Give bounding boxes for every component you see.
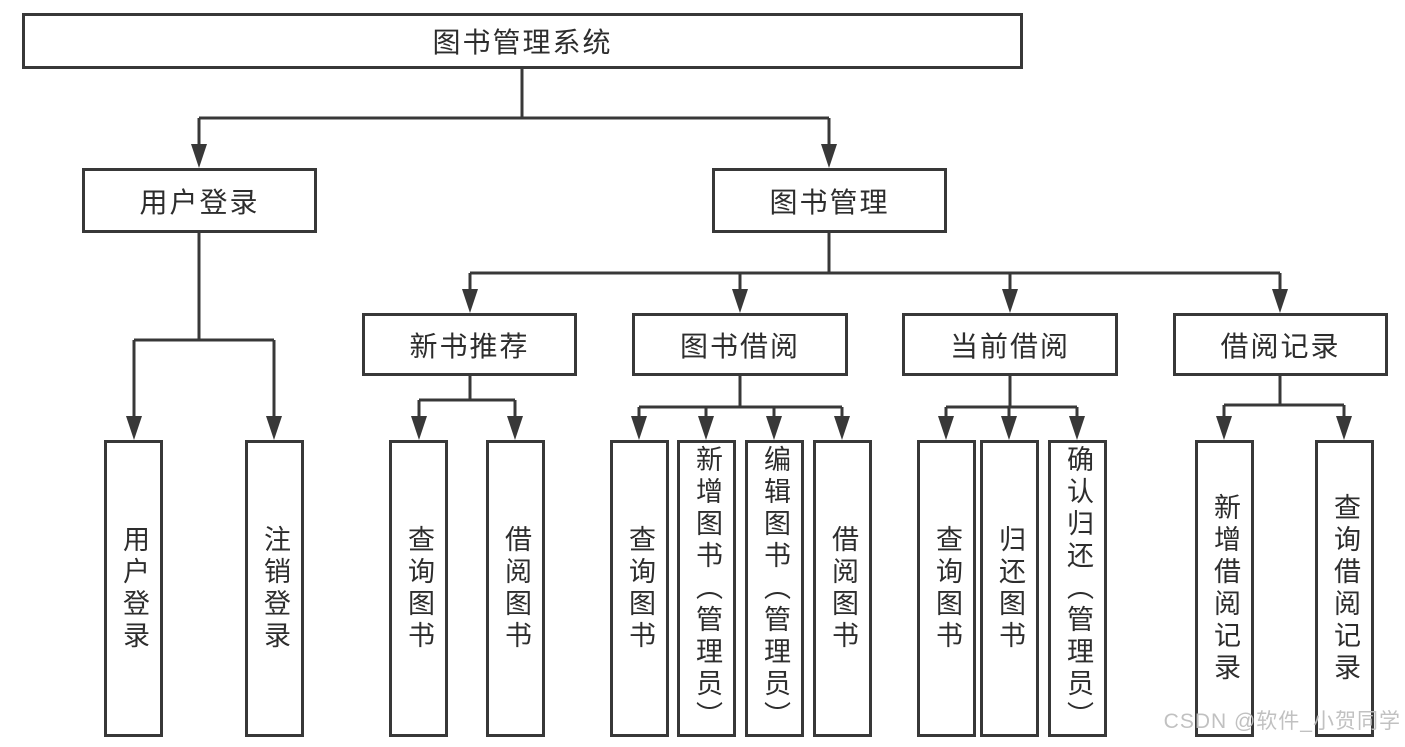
leaf-user-login-label: 用户登录 (119, 524, 149, 653)
leaf-query-books-current: 查询图书 (917, 440, 976, 737)
node-current-borrowing: 当前借阅 (902, 313, 1118, 376)
leaf-add-borrow-record-label: 新增借阅记录 (1210, 492, 1240, 685)
leaf-add-book-admin-label: 新增图书（管理员） (692, 444, 722, 733)
leaf-query-books-borrowing: 查询图书 (610, 440, 669, 737)
leaf-return-book-label: 归还图书 (995, 524, 1025, 653)
leaf-borrow-books-borrowing: 借阅图书 (813, 440, 872, 737)
leaf-return-book: 归还图书 (980, 440, 1039, 737)
leaf-logout-label: 注销登录 (260, 524, 290, 653)
leaf-confirm-return-admin-label: 确认归还（管理员） (1063, 444, 1093, 733)
leaf-confirm-return-admin: 确认归还（管理员） (1048, 440, 1107, 737)
leaf-edit-book-admin-label: 编辑图书（管理员） (760, 444, 790, 733)
leaf-edit-book-admin: 编辑图书（管理员） (745, 440, 804, 737)
leaf-query-books-recommend: 查询图书 (389, 440, 448, 737)
leaf-query-books-current-label: 查询图书 (932, 524, 962, 653)
leaf-borrow-books-recommend: 借阅图书 (486, 440, 545, 737)
leaf-logout: 注销登录 (245, 440, 304, 737)
leaf-query-borrow-record-label: 查询借阅记录 (1330, 492, 1360, 685)
leaf-borrow-books-recommend-label: 借阅图书 (501, 524, 531, 653)
leaf-add-book-admin: 新增图书（管理员） (677, 440, 736, 737)
node-book-borrowing: 图书借阅 (632, 313, 848, 376)
node-borrowing-records: 借阅记录 (1173, 313, 1388, 376)
csdn-watermark: CSDN @软件_小贺同学 (1163, 710, 1401, 733)
leaf-query-books-borrowing-label: 查询图书 (625, 524, 655, 653)
node-user-login: 用户登录 (82, 168, 317, 233)
leaf-query-books-recommend-label: 查询图书 (404, 524, 434, 653)
leaf-add-borrow-record: 新增借阅记录 (1195, 440, 1254, 737)
leaf-borrow-books-borrowing-label: 借阅图书 (828, 524, 858, 653)
node-book-management: 图书管理 (712, 168, 947, 233)
leaf-user-login: 用户登录 (104, 440, 163, 737)
node-new-book-recommendation: 新书推荐 (362, 313, 577, 376)
leaf-query-borrow-record: 查询借阅记录 (1315, 440, 1374, 737)
node-library-management-system: 图书管理系统 (22, 13, 1023, 69)
